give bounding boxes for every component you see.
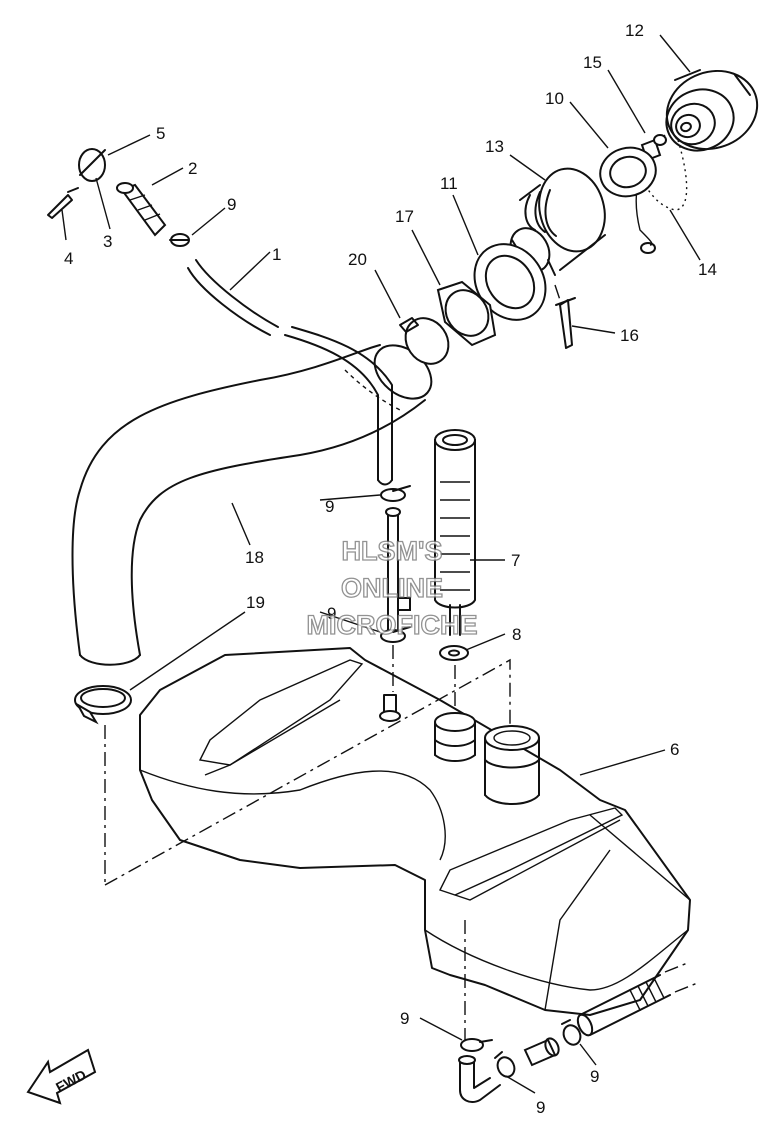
- watermark-line-2: ONLINE: [341, 573, 443, 603]
- callout-11: 11: [440, 174, 458, 193]
- callout-6: 6: [670, 740, 679, 759]
- callout-9-outlet-clamp: 9: [536, 1098, 545, 1117]
- vent-tee-fitting: [385, 507, 411, 641]
- callout-9-lower-clamp: 9: [327, 604, 336, 623]
- filler-neck-13: [509, 167, 606, 286]
- callout-8: 8: [512, 625, 521, 644]
- hose-band-19: [74, 685, 132, 725]
- callout-15: 15: [583, 53, 602, 72]
- callout-2: 2: [188, 159, 197, 178]
- hose-band-20: [399, 317, 450, 365]
- callout-4: 4: [64, 249, 73, 268]
- callout-labels: 1 2 3 4 5 6 7 8 9 9 9 9 9 9 10 11 12 13 …: [64, 21, 717, 1117]
- callout-9-line-clamp: 9: [590, 1067, 599, 1086]
- rivet-4: [47, 187, 79, 219]
- callout-5: 5: [156, 124, 165, 143]
- vent-hose: [187, 259, 393, 486]
- drain-elbow: [458, 1038, 501, 1103]
- callout-10: 10: [545, 89, 564, 108]
- rivet-16: [555, 297, 576, 349]
- vent-check-valve: [116, 182, 167, 237]
- hose-clamp: [169, 233, 190, 247]
- hose-clamp-upper: [380, 485, 411, 502]
- callout-7: 7: [511, 551, 520, 570]
- fuel-filter-7: [434, 429, 476, 636]
- gasket-10: [599, 146, 657, 198]
- filler-cap-12: [665, 69, 759, 152]
- callout-20: 20: [348, 250, 367, 269]
- tank-inlet-large: [484, 725, 540, 805]
- watermark-line-3: MICROFICHE: [307, 610, 478, 640]
- tank-inlet-small: [434, 712, 476, 762]
- seal-ring-11: [473, 243, 547, 321]
- callout-12: 12: [625, 21, 644, 40]
- tank-vent-nipple: [379, 694, 401, 722]
- fuel-tank: [139, 647, 691, 1016]
- watermark: HLSM'S ONLINE MICROFICHE: [306, 535, 478, 640]
- fuel-line-hose: [576, 961, 701, 1037]
- callout-13: 13: [485, 137, 504, 156]
- nut-17: [436, 280, 497, 347]
- callout-18: 18: [245, 548, 264, 567]
- hose-clamp-lower: [380, 626, 411, 643]
- forward-direction-arrow: FWD: [26, 1048, 97, 1105]
- washer-8: [439, 645, 469, 661]
- callout-16: 16: [620, 326, 639, 345]
- leader-lines: [61, 34, 701, 1094]
- hose-clip-5: [78, 148, 106, 182]
- callout-1: 1: [272, 245, 281, 264]
- callout-9-vent-clamp: 9: [227, 195, 236, 214]
- outlet-fitting: [494, 1019, 582, 1078]
- callout-14: 14: [698, 260, 717, 279]
- callout-9-drain-clamp: 9: [400, 1009, 409, 1028]
- watermark-line-1: HLSM'S: [342, 536, 443, 566]
- callout-17: 17: [395, 207, 414, 226]
- callout-3: 3: [103, 232, 112, 251]
- callout-9-upper-clamp: 9: [325, 497, 334, 516]
- callout-19: 19: [246, 593, 265, 612]
